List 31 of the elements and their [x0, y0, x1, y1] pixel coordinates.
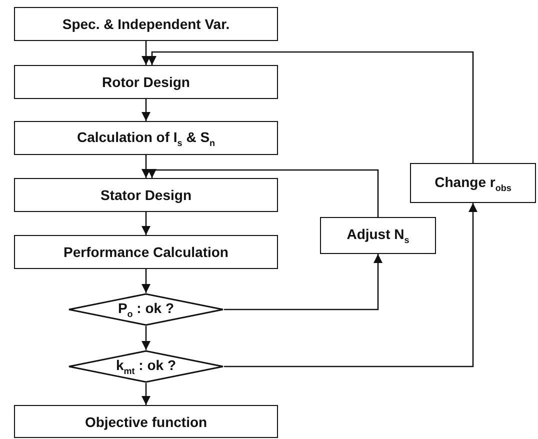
- arrow: [141, 41, 151, 65]
- node-label: Performance Calculation: [64, 244, 228, 260]
- process-box: [320, 217, 436, 254]
- decision-diamond: [68, 293, 224, 326]
- process-box: [14, 178, 278, 212]
- node-label: Change r$_{obs}$: [434, 174, 512, 192]
- decision-diamond: [68, 350, 224, 383]
- node-label: Objective function: [84, 414, 208, 430]
- arrow: [141, 212, 151, 235]
- node-label: Spec. & Independent Var.: [62, 16, 230, 32]
- node-label: P$_{o}$ : ok ?: [118, 300, 174, 319]
- process-box: [14, 121, 278, 155]
- node-label: Stator Design: [100, 187, 192, 203]
- process-box: [14, 405, 278, 438]
- node-label: Calculation of I$_{s}$ & S$_{n}$: [76, 128, 216, 148]
- node-label: Adjust N$_{s}$: [346, 226, 410, 245]
- node-label: k$_{mt}$ : ok ?: [116, 357, 176, 376]
- arrow: [141, 383, 151, 405]
- arrow: [147, 168, 379, 217]
- node-label: Rotor Design: [102, 74, 190, 90]
- arrow: [141, 269, 151, 293]
- arrow: [147, 51, 474, 163]
- process-box: [410, 163, 536, 203]
- arrow: [141, 155, 151, 178]
- process-box: [14, 235, 278, 269]
- arrow: [224, 203, 478, 368]
- arrow: [141, 99, 151, 121]
- arrow: [141, 326, 151, 350]
- process-box: [14, 7, 278, 41]
- process-box: [14, 65, 278, 99]
- arrow: [224, 254, 383, 310]
